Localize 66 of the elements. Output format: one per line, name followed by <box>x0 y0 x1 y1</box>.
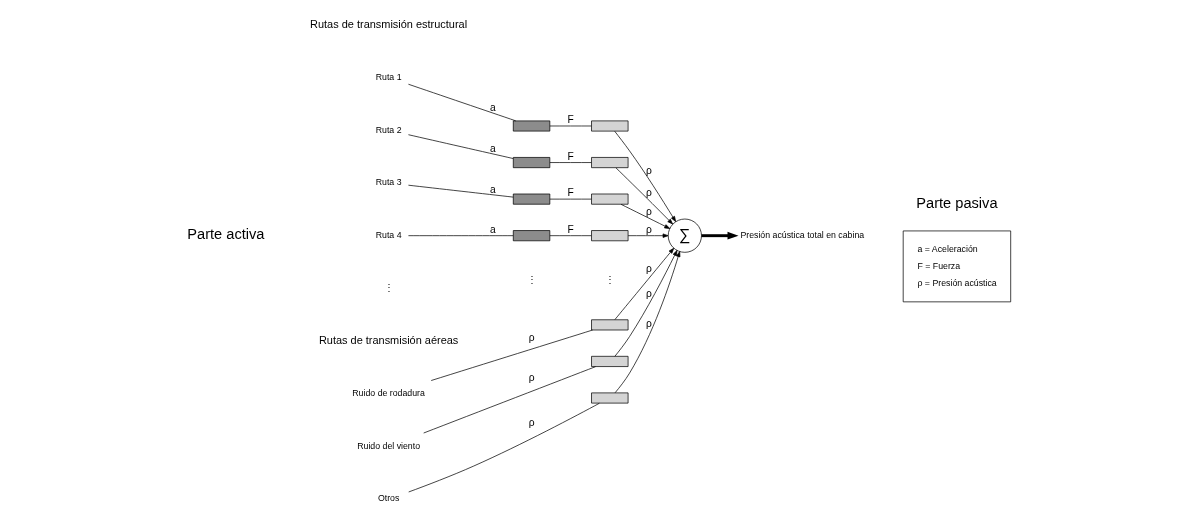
node-box <box>512 120 551 131</box>
node-text: Ruido de rodadura <box>352 387 425 398</box>
node-box <box>591 193 629 205</box>
arrow <box>620 203 671 229</box>
node-box <box>512 229 551 241</box>
label: Parte activa <box>187 225 265 242</box>
edge-label: F <box>567 113 574 125</box>
node-box <box>591 156 629 168</box>
label: ⋮ <box>526 273 537 285</box>
node-box <box>591 318 629 330</box>
label: ⋮ <box>604 273 615 285</box>
connector <box>549 198 592 199</box>
edge-label: F <box>567 186 574 198</box>
edge-label: ρ <box>646 287 652 299</box>
edge-label: ρ <box>646 164 652 176</box>
connector <box>430 329 593 381</box>
connector <box>408 184 514 197</box>
connector <box>423 365 596 433</box>
edge-label: ρ <box>646 205 652 217</box>
arrow <box>614 247 675 320</box>
node-box <box>591 392 629 403</box>
label: Rutas de transmisión aéreas <box>318 333 459 346</box>
node-text: Presión acústica total en cabina <box>740 229 865 240</box>
arrow <box>701 231 739 240</box>
node-text: Ruta 2 <box>375 124 402 135</box>
legend-label: F = Fuerza <box>917 260 961 271</box>
label: ⋮ <box>383 281 394 293</box>
node-text: Ruta 4 <box>375 229 402 240</box>
connector <box>408 234 514 236</box>
edge-label: ρ <box>646 317 652 329</box>
arrow <box>614 130 676 222</box>
edge-label: F <box>567 223 574 235</box>
node-text: Ruido del viento <box>357 440 421 451</box>
edge-label: F <box>567 150 574 162</box>
arrow <box>615 166 673 224</box>
edge-label: ρ <box>646 223 652 235</box>
node-box <box>512 193 551 205</box>
connector <box>408 133 514 159</box>
label: Parte pasiva <box>916 194 998 211</box>
edge-label: a <box>489 142 496 154</box>
node-text: Ruta 3 <box>375 176 402 187</box>
node-box <box>591 355 629 367</box>
node-text: Ruta 1 <box>375 71 402 82</box>
edge-label: ρ <box>646 186 652 198</box>
label: Rutas de transmisión estructural <box>310 17 468 30</box>
edge-label: ρ <box>646 262 652 274</box>
arrow <box>614 249 678 357</box>
edge-label: ρ <box>528 416 535 428</box>
connector <box>549 125 592 126</box>
connector <box>408 83 517 121</box>
legend-label: ρ = Presión acústica <box>917 277 997 288</box>
edge-label: a <box>489 101 496 113</box>
connector <box>408 402 600 492</box>
node-box <box>512 156 551 168</box>
edge-label: ρ <box>528 331 535 343</box>
arrow <box>627 233 669 238</box>
edge-label: a <box>489 183 496 195</box>
edge-label: a <box>489 223 496 235</box>
arrow <box>614 250 681 393</box>
edge-label: ρ <box>528 371 535 383</box>
connector <box>549 161 592 163</box>
node-box <box>591 120 629 131</box>
node-box <box>591 229 629 241</box>
connector <box>549 234 592 236</box>
legend-label: a = Aceleración <box>917 243 978 254</box>
node-text: Otros <box>377 492 400 503</box>
